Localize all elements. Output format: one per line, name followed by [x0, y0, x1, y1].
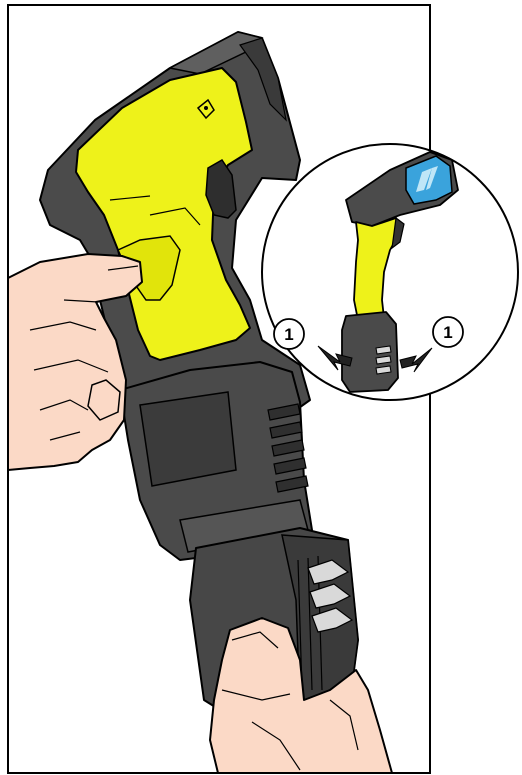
detail-inset: 1 1	[262, 144, 518, 400]
callout-right-label: 1	[443, 323, 452, 342]
callout-left: 1	[274, 319, 304, 349]
callout-left-label: 1	[284, 325, 293, 344]
battery-latch-chevrons	[308, 560, 352, 632]
callout-right: 1	[433, 317, 463, 347]
